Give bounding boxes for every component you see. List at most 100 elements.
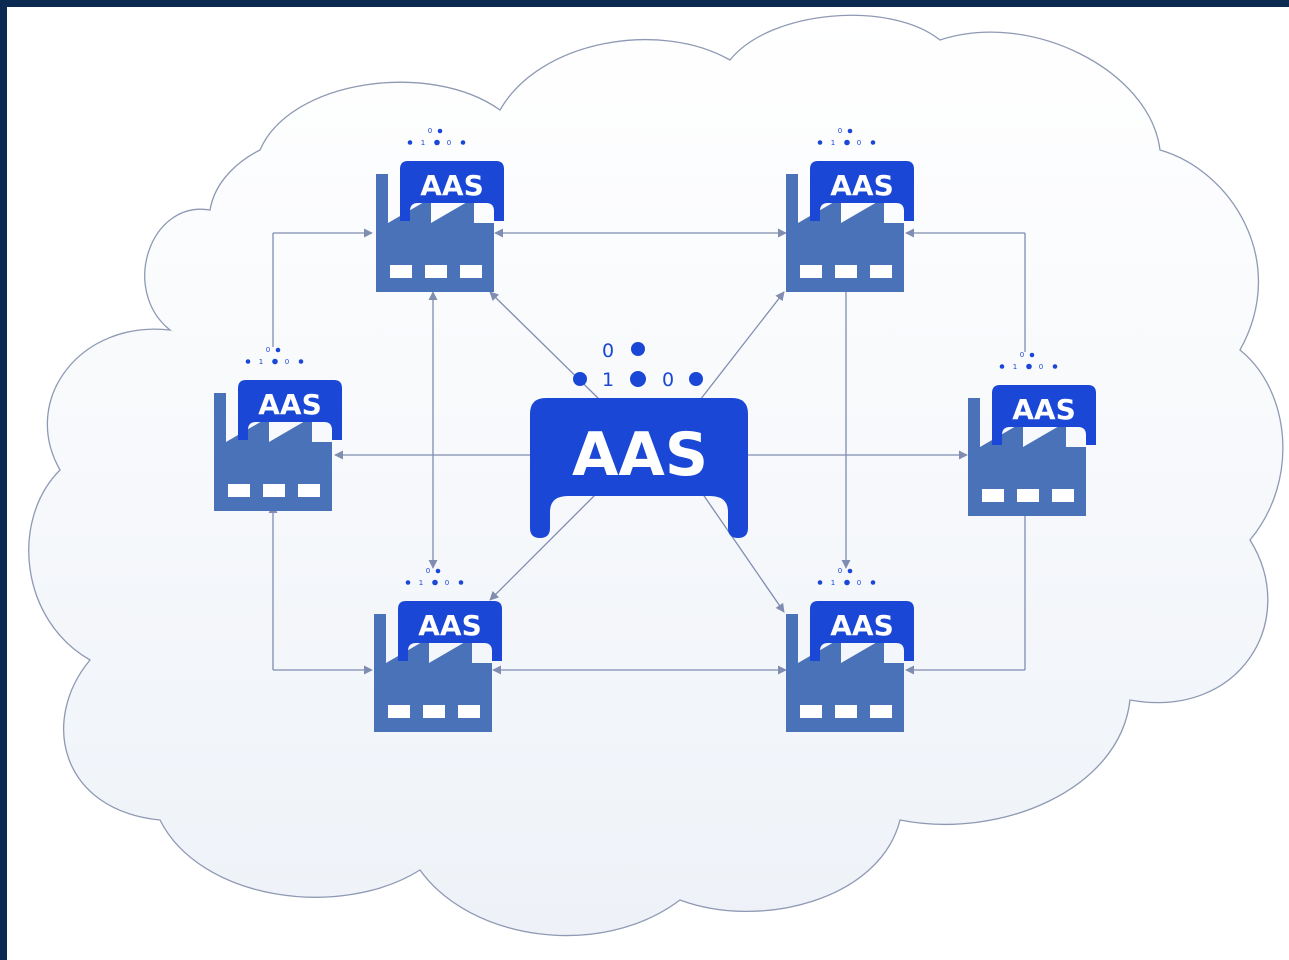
bit-dot — [817, 140, 823, 145]
bit-label: 0 — [447, 139, 451, 147]
bit-dot — [272, 358, 278, 365]
aas-tag-label: AAS — [420, 169, 484, 202]
factory-window — [835, 705, 857, 718]
bit-label: 0 — [428, 127, 432, 135]
bit-dot — [870, 580, 876, 585]
aas-tag-shape — [398, 601, 502, 661]
bit-label: 1 — [419, 579, 423, 587]
aas-tag-icon: AAS — [810, 161, 914, 221]
factory-window — [870, 265, 892, 278]
bit-label: 1 — [831, 579, 835, 587]
bit-dot — [1052, 364, 1058, 369]
aas-tag-shape — [810, 601, 914, 661]
bit-dot — [434, 139, 440, 146]
bit-label: 1 — [259, 358, 263, 366]
bit-dot — [817, 580, 823, 585]
central-aas-tag-shape — [530, 398, 748, 538]
connector-line — [489, 489, 601, 601]
aas-tag-shape — [400, 161, 504, 221]
factory-icon — [786, 174, 904, 292]
bit-label: 0 — [662, 369, 674, 391]
bit-dot — [631, 342, 645, 356]
factory-silhouette — [786, 174, 904, 292]
bit-label: 0 — [602, 340, 614, 362]
bit-dot — [847, 128, 853, 134]
aas-tag-shape — [238, 380, 342, 440]
bit-label: 0 — [1039, 363, 1043, 371]
factory-window — [800, 265, 822, 278]
aas-tag-label: AAS — [830, 169, 894, 202]
aas-tag-icon: AAS — [400, 161, 504, 221]
bit-dot — [844, 579, 850, 586]
bit-dot — [298, 359, 304, 364]
factory-icon — [376, 174, 494, 292]
factory-window — [1052, 489, 1074, 502]
bit-label: 0 — [445, 579, 449, 587]
bit-dot — [460, 140, 466, 145]
bit-dot — [847, 568, 853, 574]
bit-label: 0 — [857, 139, 861, 147]
factory-window — [390, 265, 412, 278]
aas-tag-label: AAS — [418, 609, 482, 642]
bit-label: 0 — [285, 358, 289, 366]
factory-silhouette — [374, 614, 492, 732]
bit-label: 1 — [421, 139, 425, 147]
bit-dot — [437, 128, 443, 134]
aas-tag-icon: AAS — [810, 601, 914, 661]
factory-window — [388, 705, 410, 718]
bit-label: 0 — [1020, 351, 1024, 359]
bit-label: 1 — [1013, 363, 1017, 371]
bit-label: 0 — [426, 567, 430, 575]
factory-icon — [968, 398, 1086, 516]
factory-silhouette — [786, 614, 904, 732]
bit-dot — [689, 372, 703, 386]
bit-dot — [407, 140, 413, 145]
bit-dot — [435, 568, 441, 574]
factory-silhouette — [968, 398, 1086, 516]
factory-icon — [786, 614, 904, 732]
factory-window — [460, 265, 482, 278]
bit-dot — [432, 579, 438, 586]
factory-window — [458, 705, 480, 718]
factory-silhouette — [376, 174, 494, 292]
bit-dot — [573, 372, 587, 386]
bit-label: 1 — [602, 369, 614, 391]
factory-window — [982, 489, 1004, 502]
aas-tag-shape — [810, 161, 914, 221]
factory-window — [423, 705, 445, 718]
bit-dot — [1029, 352, 1035, 358]
factory-window — [263, 484, 285, 497]
connector-line — [699, 489, 785, 613]
bit-dot — [630, 371, 646, 387]
factory-icon — [374, 614, 492, 732]
factory-icon — [214, 393, 332, 511]
bit-dot — [405, 580, 411, 585]
factory-window — [298, 484, 320, 497]
central-aas-label: AAS — [572, 420, 708, 490]
bit-dot — [245, 359, 251, 364]
aas-tag-label: AAS — [830, 609, 894, 642]
bit-label: 1 — [831, 139, 835, 147]
bit-dot — [844, 139, 850, 146]
connector-line — [699, 291, 785, 401]
aas-tag-icon: AAS — [992, 385, 1096, 445]
bit-label: 0 — [838, 127, 842, 135]
bit-label: 0 — [838, 567, 842, 575]
bit-dot — [1026, 363, 1032, 370]
aas-tag-label: AAS — [1012, 393, 1076, 426]
aas-tag-label: AAS — [258, 388, 322, 421]
bit-dot — [275, 347, 281, 353]
connectors — [268, 228, 1030, 675]
bit-label: 0 — [266, 346, 270, 354]
factory-window — [835, 265, 857, 278]
aas-tag-icon: AAS — [398, 601, 502, 661]
